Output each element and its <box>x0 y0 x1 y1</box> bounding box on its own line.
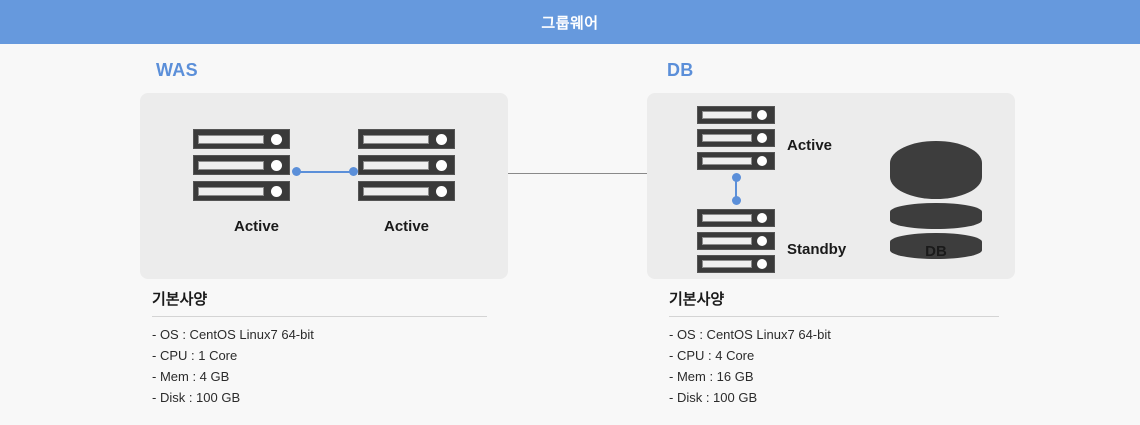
server-led-icon <box>757 110 767 120</box>
spec-list-was: - OS : CentOS Linux7 64-bit - CPU : 1 Co… <box>152 324 487 408</box>
server-led-icon <box>436 133 447 145</box>
cylinder-disc <box>890 203 982 229</box>
server-stack-db-standby[interactable] <box>697 209 775 273</box>
server-led-icon <box>757 133 767 143</box>
server-bay-icon <box>363 186 429 196</box>
server-bay-icon <box>702 237 752 245</box>
server-unit <box>358 181 455 201</box>
connector-line-was <box>296 170 353 173</box>
server-stack-was-active-left[interactable] <box>193 129 290 201</box>
column-db: DB Active <box>647 60 1015 279</box>
spec-item: - CPU : 4 Core <box>669 348 755 363</box>
server-led-icon <box>757 156 767 166</box>
spec-divider <box>152 316 487 317</box>
server-led-icon <box>757 213 767 223</box>
server-stack-label-was-left: Active <box>233 218 280 235</box>
database-caption: DB <box>925 243 947 260</box>
server-led-icon <box>271 133 282 145</box>
column-was: WAS Active <box>140 60 508 279</box>
spec-divider <box>669 316 999 317</box>
server-bay-icon <box>702 111 752 119</box>
connector-dot-bottom <box>731 196 741 205</box>
server-unit <box>697 255 775 273</box>
server-bay-icon <box>198 160 264 170</box>
server-led-icon <box>436 185 447 197</box>
spec-item: - CPU : 1 Core <box>152 348 238 363</box>
server-bay-icon <box>198 186 264 196</box>
spec-title-db: 기본사양 <box>669 291 725 308</box>
page-header: 그룹웨어 <box>0 0 1140 44</box>
server-stack-label-db-active: Active <box>787 137 833 154</box>
spec-item: - Mem : 16 GB <box>669 369 754 384</box>
server-stack-label-was-right: Active <box>383 218 430 235</box>
server-led-icon <box>271 185 282 197</box>
server-bay-icon <box>702 214 752 222</box>
server-bay-icon <box>702 157 752 165</box>
cylinder-top-disc <box>890 141 982 199</box>
diagram-panel-was: Active Active <box>140 93 508 279</box>
spec-item: - Mem : 4 GB <box>152 369 230 384</box>
server-bay-icon <box>363 134 429 144</box>
server-bay-icon <box>363 160 429 170</box>
diagram-panel-db: Active Standby DB <box>647 93 1015 279</box>
server-unit <box>697 209 775 227</box>
was-db-link-line <box>508 173 647 174</box>
spec-item: - Disk : 100 GB <box>152 390 241 405</box>
cylinder-disc <box>890 233 982 259</box>
spec-list-db: - OS : CentOS Linux7 64-bit - CPU : 4 Co… <box>669 324 999 408</box>
server-led-icon <box>757 236 767 246</box>
server-unit <box>697 152 775 170</box>
connector-dot-right <box>349 167 358 176</box>
spec-item: - OS : CentOS Linux7 64-bit <box>669 327 831 342</box>
server-bay-icon <box>702 260 752 268</box>
server-unit <box>697 232 775 250</box>
server-unit <box>358 129 455 149</box>
column-heading-db: DB <box>667 60 694 80</box>
page-title: 그룹웨어 <box>541 14 599 32</box>
server-unit <box>193 129 290 149</box>
server-unit <box>697 106 775 124</box>
spec-block-db: 기본사양 - OS : CentOS Linux7 64-bit - CPU :… <box>669 288 999 408</box>
server-bay-icon <box>198 134 264 144</box>
server-unit <box>697 129 775 147</box>
spec-title-was: 기본사양 <box>152 291 208 308</box>
column-heading-was: WAS <box>156 60 198 80</box>
connector-line-db <box>735 177 737 200</box>
server-led-icon <box>757 259 767 269</box>
server-unit <box>193 155 290 175</box>
server-bay-icon <box>702 134 752 142</box>
server-unit <box>358 155 455 175</box>
server-unit <box>193 181 290 201</box>
server-led-icon <box>436 159 447 171</box>
server-stack-was-active-right[interactable] <box>358 129 455 201</box>
spec-item: - Disk : 100 GB <box>669 390 758 405</box>
spec-item: - OS : CentOS Linux7 64-bit <box>152 327 314 342</box>
server-led-icon <box>271 159 282 171</box>
server-stack-label-db-standby: Standby <box>787 241 847 258</box>
spec-block-was: 기본사양 - OS : CentOS Linux7 64-bit - CPU :… <box>152 288 487 408</box>
database-cylinder-icon[interactable] <box>890 141 982 259</box>
server-stack-db-active[interactable] <box>697 106 775 170</box>
